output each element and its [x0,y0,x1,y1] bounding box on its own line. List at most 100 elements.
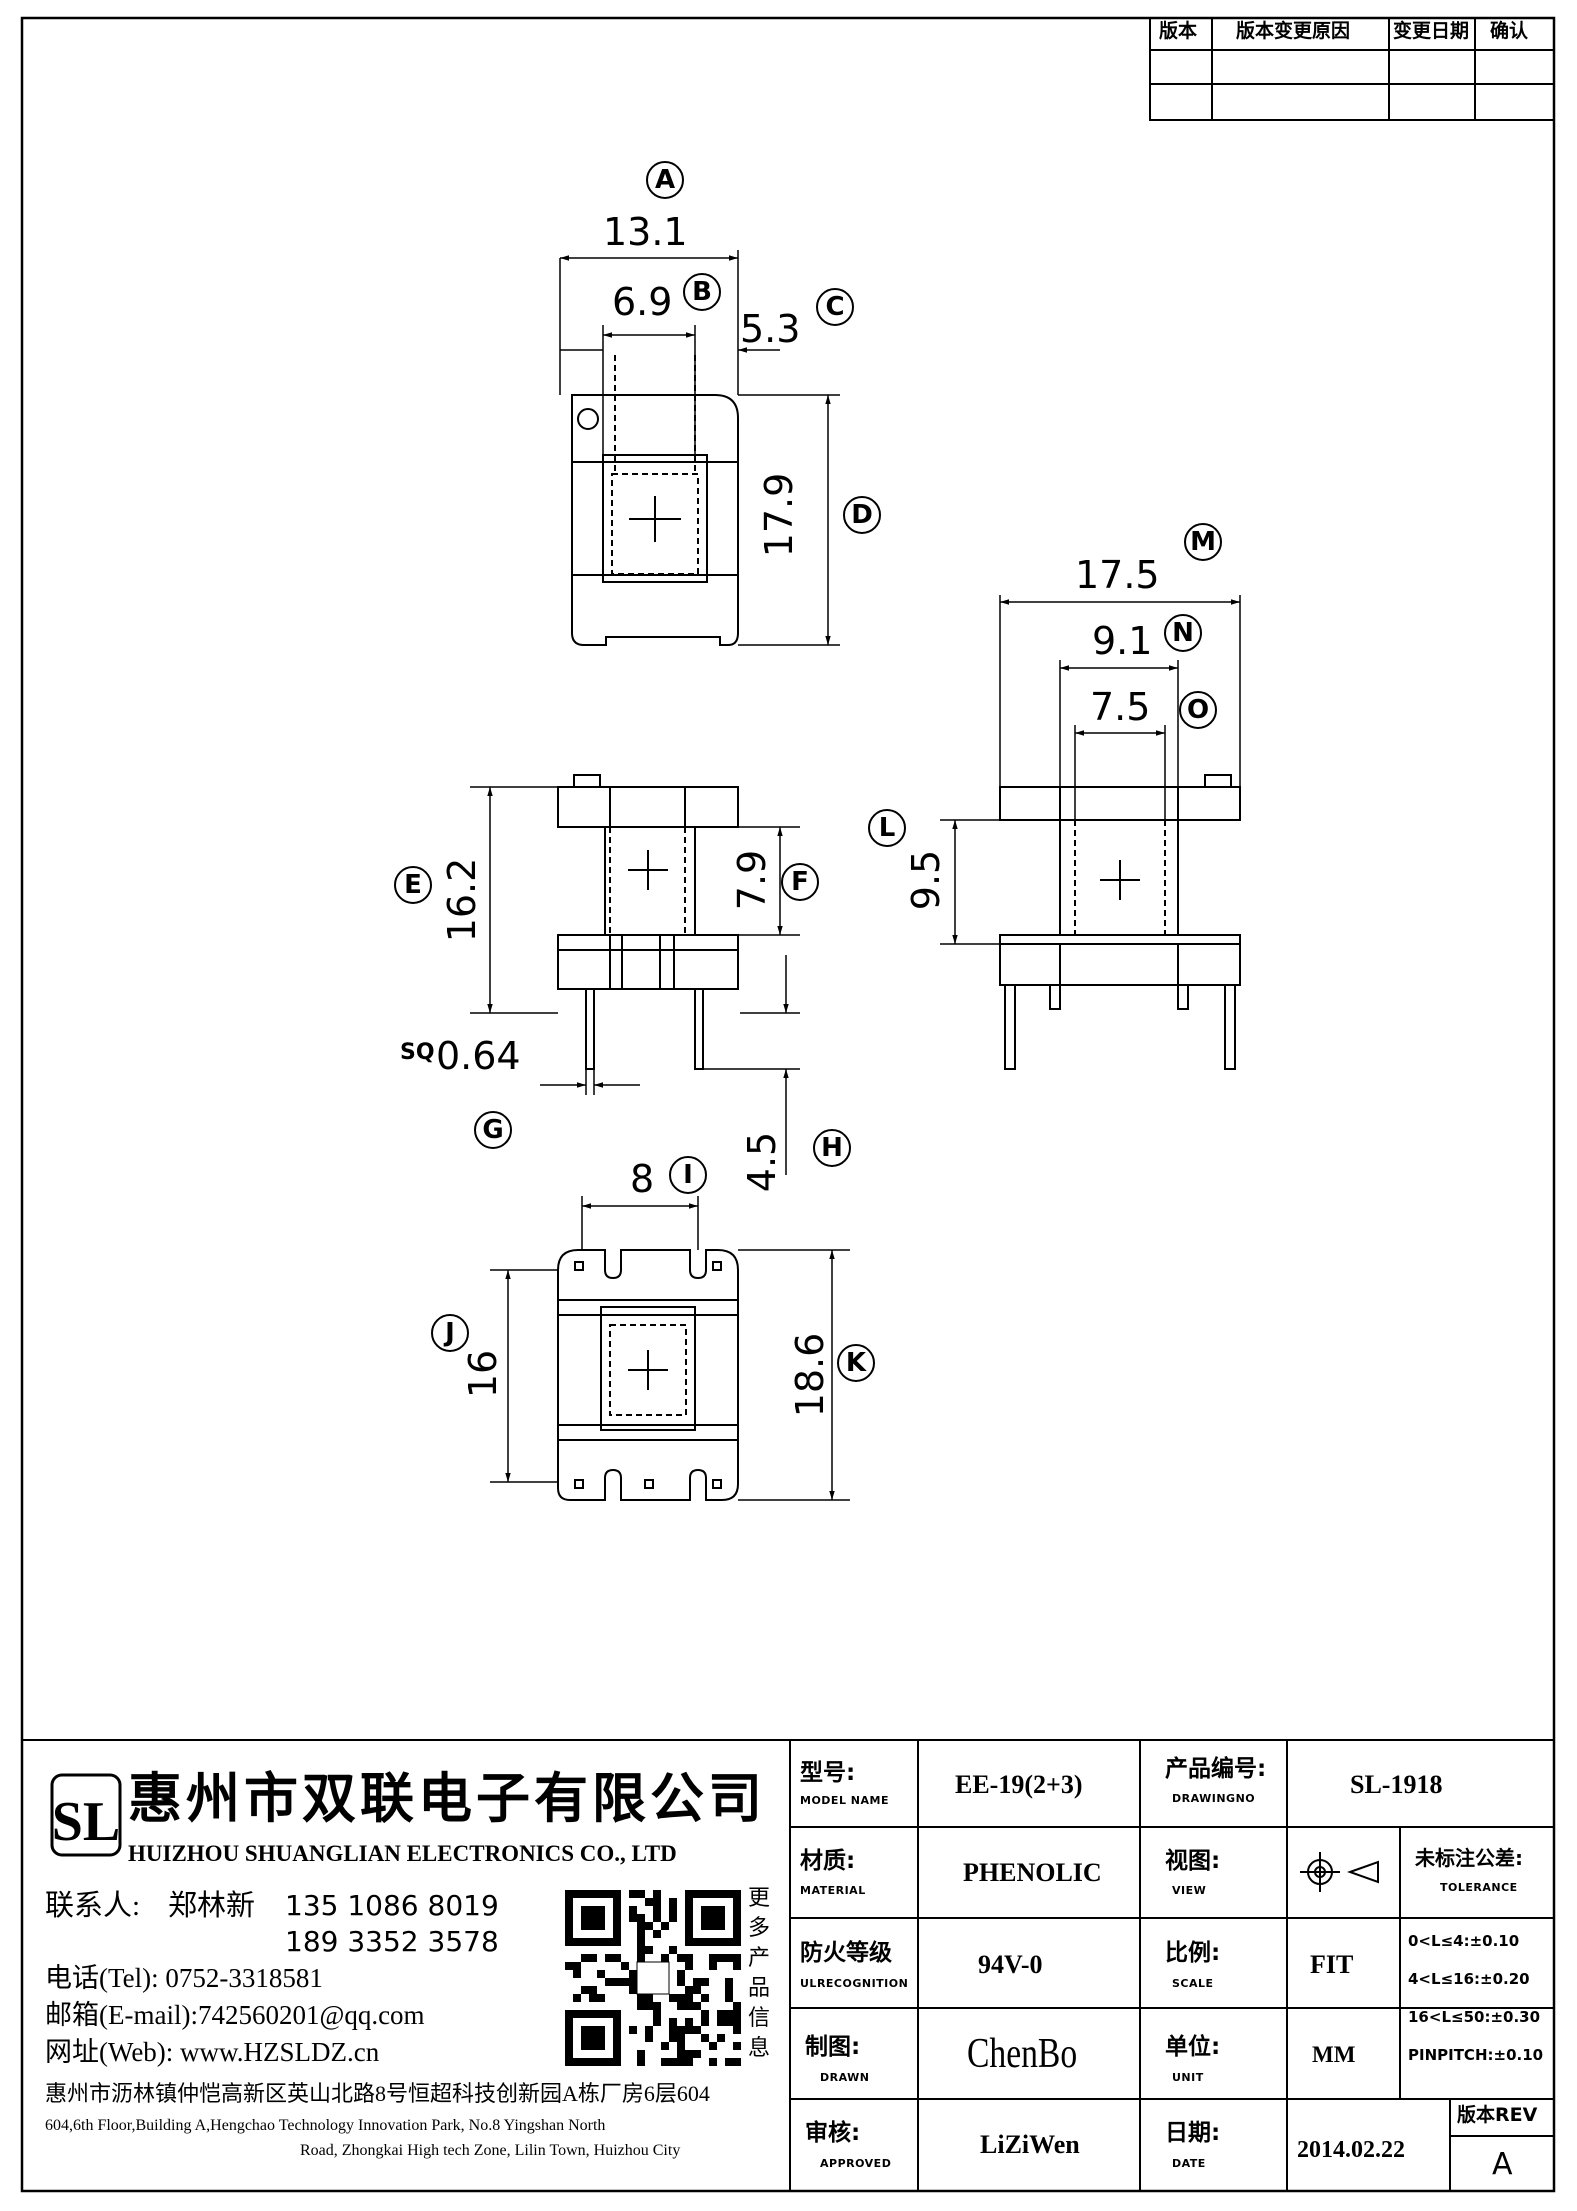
drawn-by-value: ChenBo [967,2031,1078,2077]
address-cn: 惠州市沥林镇仲恺高新区英山北路8号恒超科技创新园A栋厂房6层604 [45,2081,710,2106]
fire-rating-sublabel: ULRECOGNITION [800,1977,909,1990]
marker-j: J [445,1318,455,1348]
marker-g: G [482,1115,504,1145]
fire-rating-label: 防火等级 [800,1940,892,1966]
marker-circle-a [646,161,684,199]
marker-f: F [791,867,809,897]
drawing-number-label: 产品编号: [1165,1756,1267,1782]
rev-header-date: 变更日期 [1393,20,1470,42]
marker-circle-g [474,1111,512,1149]
company-name-en: HUIZHOU SHUANGLIAN ELECTRONICS CO., LTD [128,1841,677,1866]
dim-n-value: 9.1 [1092,619,1153,663]
marker-circle-n [1164,614,1202,652]
tolerance-line-2: 4<L≤16:±0.20 [1408,1970,1530,1988]
qr-caption-4: 品 [748,1975,771,2000]
scale-value: FIT [1310,1950,1354,1979]
top-view-dimensions [559,250,840,646]
company-logo: SL [50,1773,122,1857]
marker-circle-e [394,866,432,904]
material-label: 材质: [800,1848,856,1874]
projection-symbol [1300,1852,1379,1892]
dim-f-value: 7.9 [730,849,774,911]
contact-label: 联系人: [45,1890,141,1922]
rev-header-confirm: 确认 [1490,20,1529,42]
rev-header-reason: 版本变更原因 [1236,20,1351,42]
marker-circle-b [683,273,721,311]
model-label: 型号: [800,1760,856,1786]
top-view [571,355,739,646]
dim-k-value: 18.6 [788,1332,832,1418]
marker-i: I [683,1160,693,1190]
marker-circle-j [431,1314,469,1352]
marker-m: M [1190,527,1216,557]
qr-caption-6: 息 [748,2035,771,2060]
page-border [20,16,1556,2193]
date-label: 日期: [1165,2120,1221,2146]
company-email: 邮箱(E-mail):742560201@qq.com [45,2000,425,2030]
qr-caption-3: 产 [748,1945,771,1970]
marker-o: O [1186,695,1210,725]
view-label: 视图: [1165,1848,1221,1874]
tolerance-line-3: 16<L≤50:±0.30 [1408,2008,1541,2026]
marker-l: L [878,813,896,843]
unit-value: MM [1312,2042,1356,2067]
qr-caption-5: 信 [748,2005,771,2030]
dimension-marker-circles [394,161,1222,1382]
dim-g-prefix: SQ [400,1040,435,1065]
tolerance-sublabel: TOLERANCE [1440,1881,1518,1894]
contact-phone-2: 189 3352 3578 [285,1925,499,1958]
marker-n: N [1172,618,1194,648]
marker-h: H [821,1133,843,1163]
view-sublabel: VIEW [1172,1884,1207,1897]
title-block-grid [22,1739,1554,2191]
marker-circle-m [1184,523,1222,561]
dim-d-value: 17.9 [757,472,801,558]
address-en-line-1: 604,6th Floor,Building A,Hengchao Techno… [45,2117,606,2134]
scale-sublabel: SCALE [1172,1977,1214,1990]
marker-circle-l [868,809,906,847]
company-name-cn: 惠州市双联电子有限公司 [128,1769,766,1829]
side-view-dimensions [940,595,1241,945]
dim-i-value: 8 [630,1157,655,1201]
side-view [999,774,1241,1070]
contact-name: 郑林新 [168,1890,256,1922]
marker-k: K [845,1348,867,1378]
drawing-number-value: SL-1918 [1350,1770,1443,1799]
model-sublabel: MODEL NAME [800,1794,889,1807]
revision-value: A [1492,2147,1513,2182]
marker-circle-d [843,496,881,534]
date-value: 2014.02.22 [1297,2137,1405,2163]
approved-value: LiZiWen [980,2130,1080,2159]
rev-header-version: 版本 [1159,20,1198,42]
scale-label: 比例: [1165,1940,1221,1966]
dim-m-value: 17.5 [1075,553,1160,597]
marker-circle-c [816,288,854,326]
dim-g-value: 0.64 [436,1034,521,1078]
dim-c-value: 5.3 [740,307,801,351]
marker-circle-i [669,1156,707,1194]
model-value: EE-19(2+3) [955,1770,1083,1799]
dim-b-value: 6.9 [612,280,673,324]
dim-j-value: 16 [461,1349,505,1399]
dim-e-value: 16.2 [440,857,484,943]
svg-text:SL: SL [52,1791,121,1853]
revision-table [1149,17,1555,121]
marker-b: B [692,277,712,307]
approved-sublabel: APPROVED [820,2157,892,2170]
qr-caption-1: 更 [748,1885,771,1910]
revision-label: 版本REV [1457,2104,1538,2126]
material-value: PHENOLIC [963,1858,1102,1887]
dim-o-value: 7.5 [1090,685,1151,729]
company-tel: 电话(Tel): 0752-3318581 [45,1963,323,1993]
marker-e: E [404,870,422,900]
front-view-dimensions [470,786,800,1175]
bottom-view-dimensions [490,1196,850,1501]
approved-label: 审核: [805,2120,861,2146]
tolerance-label: 未标注公差: [1415,1846,1523,1870]
drawn-by-sublabel: DRAWN [820,2071,870,2084]
address-en-line-2: Road, Zhongkai High tech Zone, Lilin Tow… [300,2142,681,2159]
qr-code [565,1890,741,2066]
marker-a: A [654,165,676,195]
material-sublabel: MATERIAL [800,1884,866,1897]
tolerance-line-1: 0<L≤4:±0.10 [1408,1932,1520,1950]
